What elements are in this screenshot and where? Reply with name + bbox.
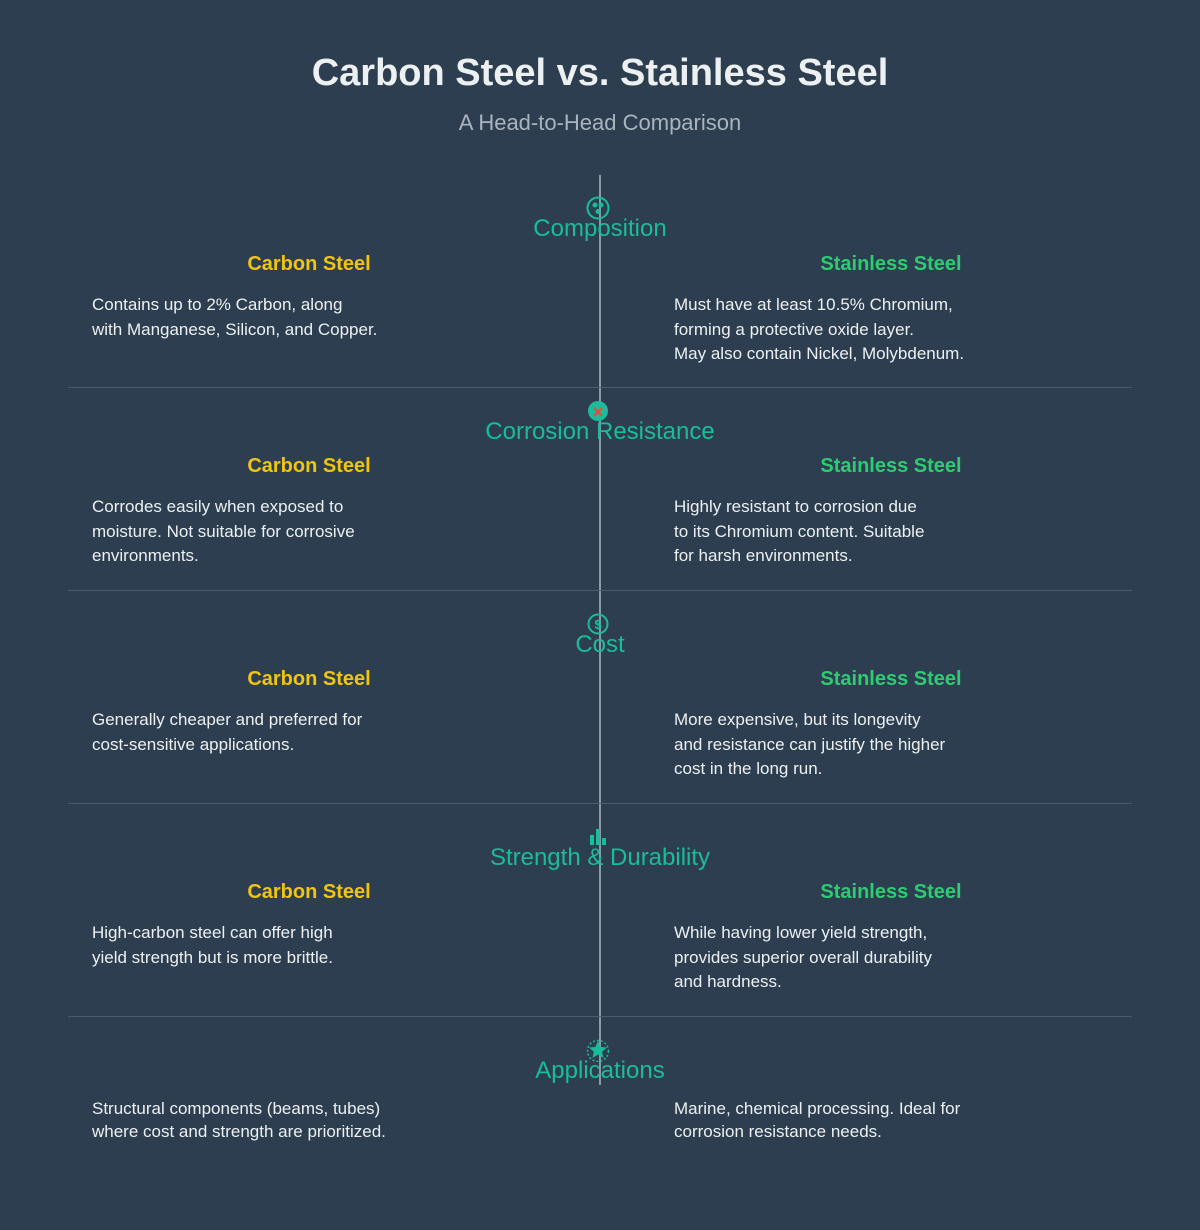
carbon-heading: Carbon Steel — [247, 455, 371, 477]
stainless-text: More expensive, but its longevity and re… — [674, 710, 946, 778]
corrosion-x-icon — [586, 399, 610, 423]
page-subtitle: A Head-to-Head Comparison — [458, 110, 742, 135]
carbon-heading: Carbon Steel — [247, 881, 371, 903]
stainless-text: While having lower yield strength, provi… — [674, 923, 932, 991]
stainless-heading: Stainless Steel — [820, 455, 962, 477]
timeline-line — [599, 175, 601, 1085]
section-title: Strength & Durability — [489, 844, 711, 871]
carbon-text: High-carbon steel can offer high yield s… — [92, 923, 333, 967]
section-title: Composition — [533, 215, 667, 242]
section-title: Cost — [575, 631, 625, 658]
page-title: Carbon Steel vs. Stainless Steel — [311, 52, 889, 94]
stainless-text: Marine, chemical processing. Ideal for c… — [674, 1099, 961, 1141]
section-applications: Applications Structural components (beam… — [68, 1017, 1132, 1230]
section-title: Corrosion Resistance — [485, 418, 715, 445]
carbon-text: Structural components (beams, tubes) whe… — [92, 1099, 386, 1141]
section-title: Applications — [535, 1057, 665, 1084]
carbon-heading: Carbon Steel — [247, 668, 371, 690]
stainless-text: Must have at least 10.5% Chromium, formi… — [674, 295, 965, 363]
atom-icon — [586, 196, 610, 220]
stainless-heading: Stainless Steel — [820, 881, 962, 903]
dollar-icon: $ — [586, 612, 610, 636]
svg-text:$: $ — [594, 617, 602, 632]
carbon-text: Generally cheaper and preferred for cost… — [92, 710, 363, 754]
stainless-text: Highly resistant to corrosion due to its… — [674, 497, 925, 565]
carbon-text: Corrodes easily when exposed to moisture… — [92, 497, 355, 565]
carbon-heading: Carbon Steel — [247, 253, 371, 275]
carbon-text: Contains up to 2% Carbon, along with Man… — [92, 295, 378, 339]
star-icon — [586, 1038, 610, 1062]
bar-chart-icon — [586, 825, 610, 849]
stainless-heading: Stainless Steel — [820, 253, 962, 275]
stainless-heading: Stainless Steel — [820, 668, 962, 690]
